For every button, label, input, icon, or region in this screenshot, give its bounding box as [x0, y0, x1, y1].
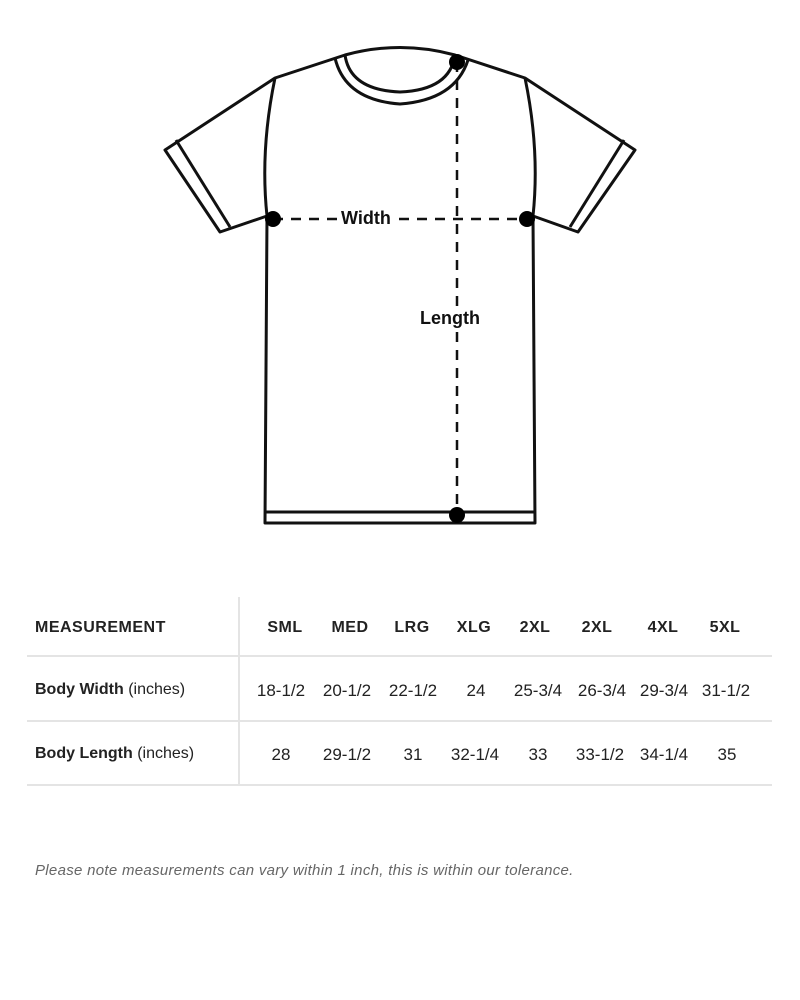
size-header: MED: [331, 619, 369, 636]
row-unit: (inches): [137, 745, 195, 762]
table-cell: 29-1/2: [322, 745, 372, 764]
size-header: 2XL: [581, 619, 613, 636]
size-header: SML: [267, 619, 303, 636]
left-sleeve-cuff: [174, 139, 232, 228]
table-cell: 31-1/2: [701, 681, 751, 700]
table-cell: 35: [717, 745, 737, 764]
table-cell: 22-1/2: [388, 681, 438, 700]
table-cell: 31: [403, 745, 423, 764]
measure-point: [449, 507, 465, 523]
measure-point: [519, 211, 535, 227]
table-cell: 34-1/4: [639, 745, 689, 764]
row-divider: [27, 655, 772, 657]
measurement-header: MEASUREMENT: [35, 619, 166, 636]
size-header: LRG: [394, 619, 430, 636]
row-label: Body Width (inches): [35, 681, 185, 699]
size-header: 5XL: [709, 619, 741, 636]
table-cell: 33: [528, 745, 548, 764]
size-header: 2XL: [519, 619, 551, 636]
width-label: Width: [337, 208, 395, 229]
table-cell: 20-1/2: [322, 681, 372, 700]
shirt-outline: [163, 46, 637, 525]
table-cell: 28: [271, 745, 291, 764]
size-header: XLG: [456, 619, 492, 636]
row-divider: [27, 784, 772, 786]
right-sleeve-cuff: [568, 139, 626, 228]
row-name: Body Width: [35, 681, 124, 698]
length-label: Length: [416, 308, 484, 329]
measure-point: [265, 211, 281, 227]
table-cell: 18-1/2: [256, 681, 306, 700]
row-unit: (inches): [128, 681, 186, 698]
table-cell: 25-3/4: [513, 681, 563, 700]
collar: [343, 54, 457, 94]
tolerance-note: Please note measurements can vary within…: [35, 862, 574, 879]
column-divider: [238, 597, 240, 785]
table-cell: 32-1/4: [450, 745, 500, 764]
row-name: Body Length: [35, 745, 133, 762]
table-cell: 24: [466, 681, 486, 700]
measure-point: [449, 54, 465, 70]
table-cell: 29-3/4: [639, 681, 689, 700]
row-divider: [27, 720, 772, 722]
tshirt-diagram: [163, 46, 637, 525]
table-cell: 33-1/2: [575, 745, 625, 764]
row-label: Body Length (inches): [35, 745, 194, 763]
table-cell: 26-3/4: [577, 681, 627, 700]
size-header: 4XL: [647, 619, 679, 636]
